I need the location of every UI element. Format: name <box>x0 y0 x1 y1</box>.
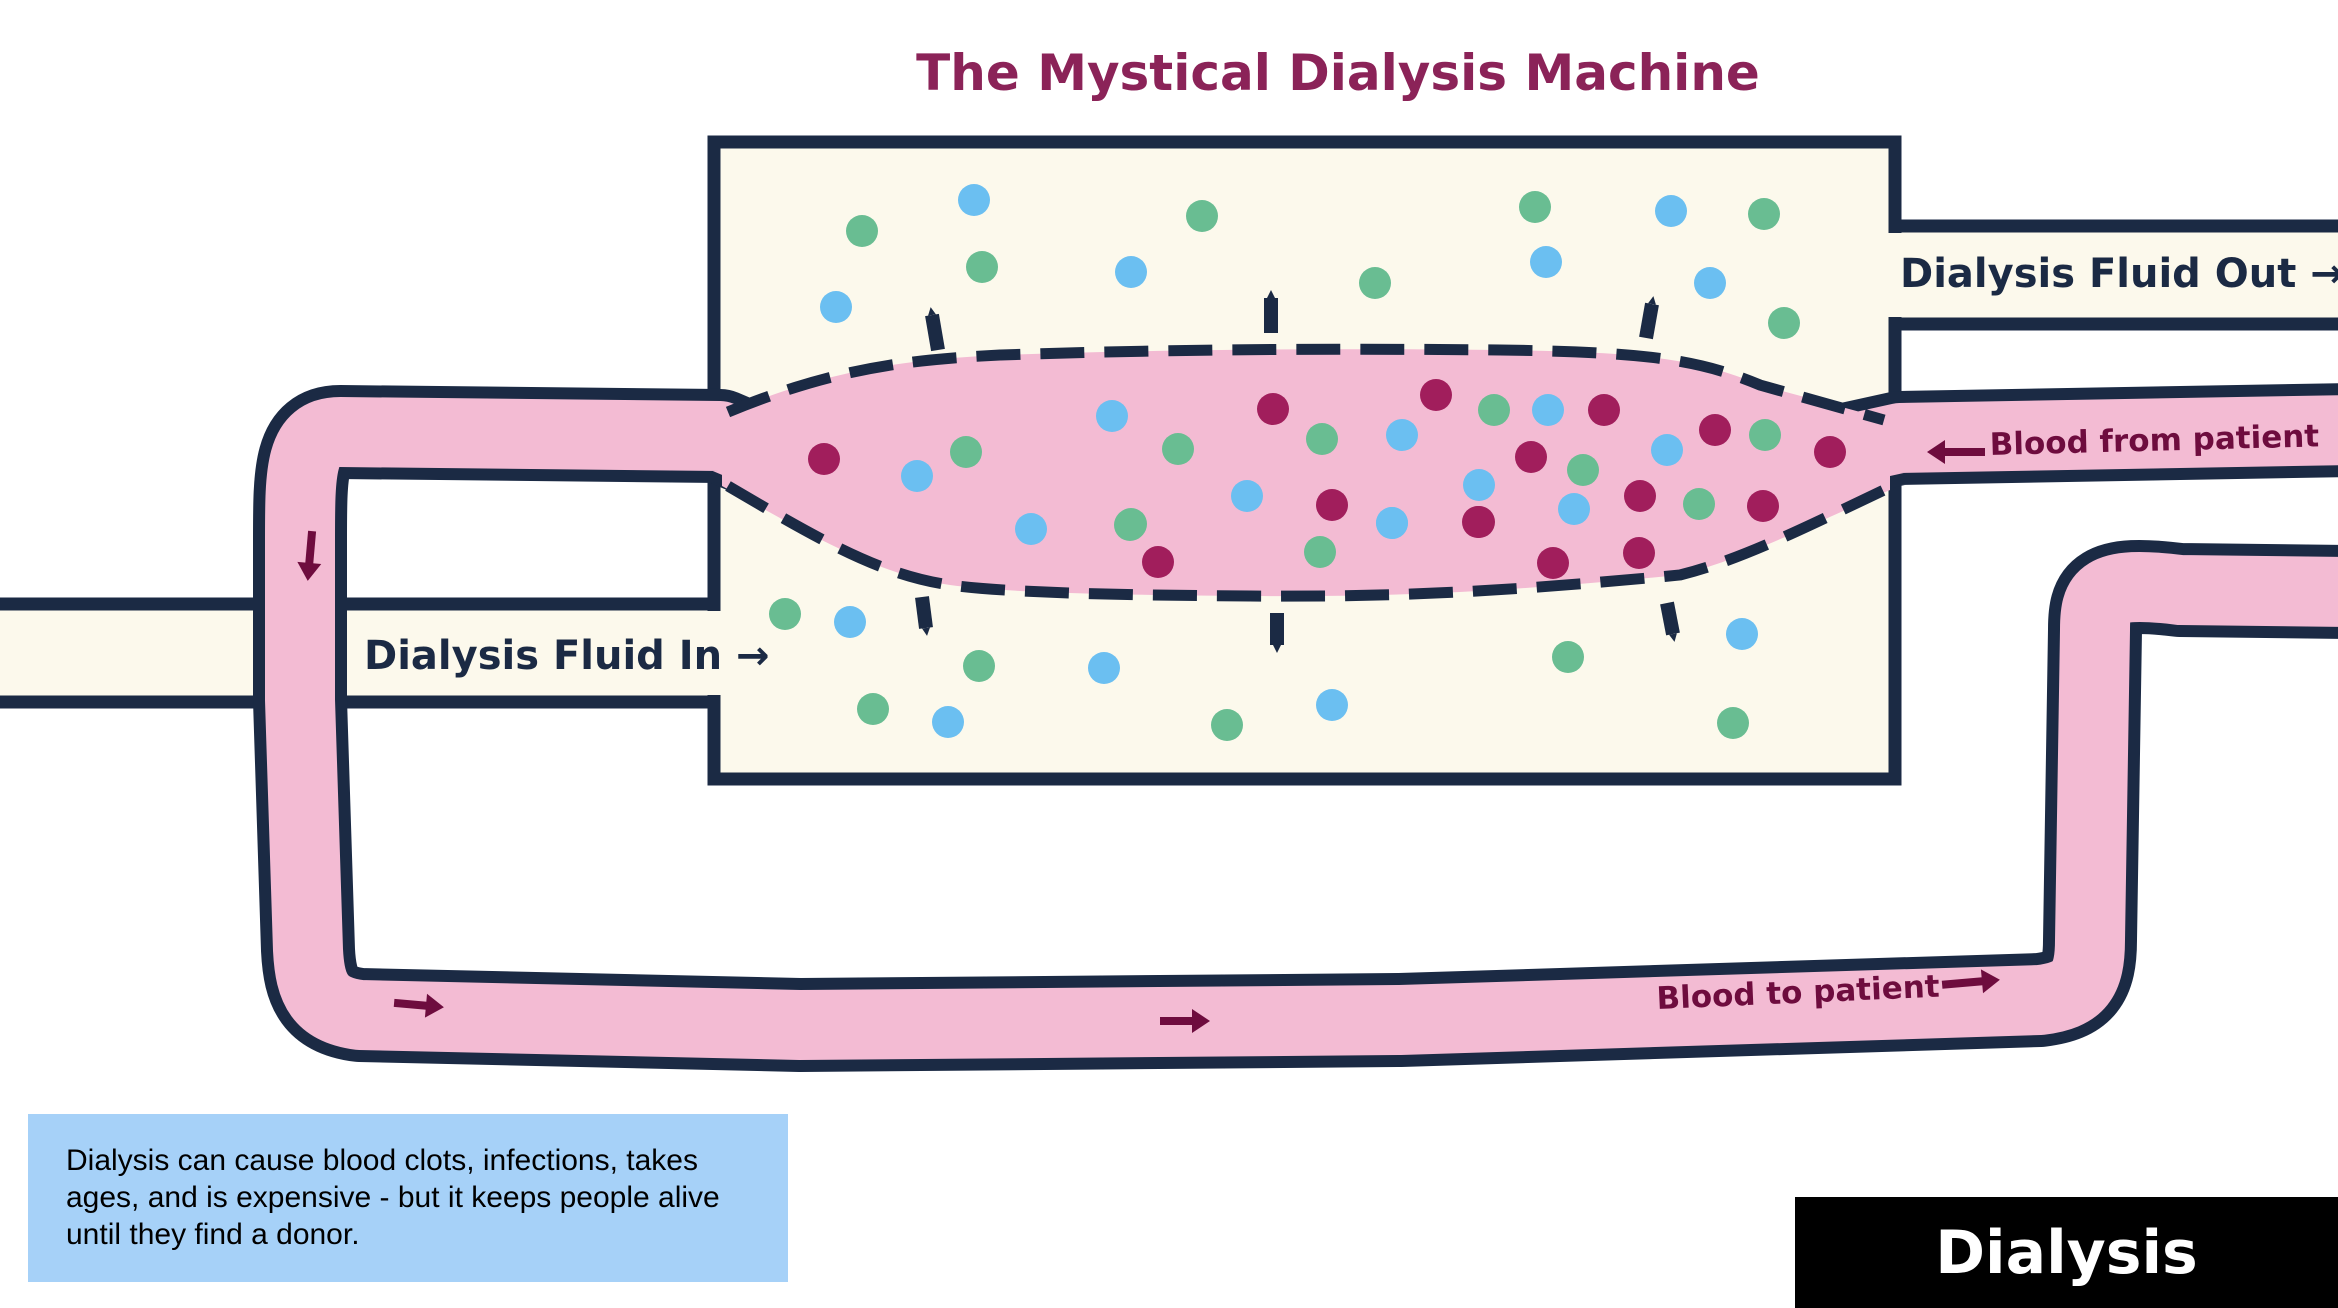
particle-dot-icon <box>1768 307 1800 339</box>
blood-tube <box>265 395 2338 1060</box>
arrow-icon <box>1941 969 2000 994</box>
particle-dot-icon <box>857 693 889 725</box>
particle-dot-icon <box>1699 414 1731 446</box>
particle-dot-icon <box>1558 493 1590 525</box>
particle-dot-icon <box>1588 394 1620 426</box>
particle-dot-icon <box>1015 513 1047 545</box>
particle-dot-icon <box>1655 195 1687 227</box>
particle-dot-icon <box>950 436 982 468</box>
particle-dot-icon <box>1749 419 1781 451</box>
particle-dot-icon <box>1478 394 1510 426</box>
diffusion-arrows <box>915 290 1680 653</box>
fluid-particles <box>769 184 1800 741</box>
particle-dot-icon <box>901 460 933 492</box>
particle-dot-icon <box>1530 246 1562 278</box>
blood-membrane-upper <box>725 343 1886 426</box>
particle-dot-icon <box>769 598 801 630</box>
arrow-icon <box>297 530 322 581</box>
particle-dot-icon <box>834 606 866 638</box>
blood-particles <box>808 379 1846 579</box>
particle-dot-icon <box>808 443 840 475</box>
fluid-out-pipe <box>1883 219 2338 331</box>
page-title: The Mystical Dialysis Machine <box>916 44 1760 102</box>
particle-dot-icon <box>1316 489 1348 521</box>
fluid-out-opening <box>1885 233 1905 317</box>
particle-dot-icon <box>1515 441 1547 473</box>
particle-dot-icon <box>963 650 995 682</box>
particle-dot-icon <box>1623 537 1655 569</box>
particle-dot-icon <box>1304 536 1336 568</box>
fluid-out-label: Dialysis Fluid Out → <box>1900 251 2338 297</box>
particle-dot-icon <box>1376 507 1408 539</box>
particle-dot-icon <box>1463 469 1495 501</box>
particle-dot-icon <box>1231 480 1263 512</box>
particle-dot-icon <box>1726 618 1758 650</box>
particle-dot-icon <box>1567 454 1599 486</box>
arrow-icon <box>1660 601 1680 642</box>
particle-dot-icon <box>1519 191 1551 223</box>
particle-dot-icon <box>1748 198 1780 230</box>
particle-dot-icon <box>1114 509 1146 541</box>
blood-membrane-lower <box>725 481 1887 602</box>
particle-dot-icon <box>1624 480 1656 512</box>
particle-dot-icon <box>1694 267 1726 299</box>
blood-from-patient-label: Blood from patient <box>1989 418 2319 463</box>
slide-tag: Dialysis <box>1795 1197 2338 1308</box>
particle-dot-icon <box>1532 394 1564 426</box>
fluid-in-label: Dialysis Fluid In → <box>364 633 770 679</box>
particle-dot-icon <box>1316 689 1348 721</box>
arrow-icon <box>915 596 933 636</box>
particle-dot-icon <box>1420 379 1452 411</box>
particle-dot-icon <box>1096 400 1128 432</box>
particle-dot-icon <box>1683 488 1715 520</box>
particle-dot-icon <box>958 184 990 216</box>
particle-dot-icon <box>966 251 998 283</box>
particle-dot-icon <box>1717 707 1749 739</box>
info-note: Dialysis can cause blood clots, infectio… <box>28 1114 788 1282</box>
particle-dot-icon <box>1257 393 1289 425</box>
particle-dot-icon <box>1651 434 1683 466</box>
particle-dot-icon <box>846 215 878 247</box>
particle-dot-icon <box>1142 546 1174 578</box>
particle-dot-icon <box>1211 709 1243 741</box>
particle-dot-icon <box>1359 267 1391 299</box>
particle-dot-icon <box>932 706 964 738</box>
arrow-icon <box>925 307 945 352</box>
particle-dot-icon <box>820 291 852 323</box>
arrow-icon <box>1927 440 1985 464</box>
particle-dot-icon <box>1115 256 1147 288</box>
particle-dot-icon <box>1186 200 1218 232</box>
fluid-in-opening <box>705 611 725 695</box>
particle-dot-icon <box>1162 433 1194 465</box>
arrow-icon <box>393 993 444 1018</box>
arrow-icon <box>1639 296 1659 340</box>
particle-dot-icon <box>1306 423 1338 455</box>
particle-dot-icon <box>1814 436 1846 468</box>
particle-dot-icon <box>1747 490 1779 522</box>
particle-dot-icon <box>1552 641 1584 673</box>
particle-dot-icon <box>1537 547 1569 579</box>
particle-dot-icon <box>1386 419 1418 451</box>
particle-dot-icon <box>1462 506 1494 538</box>
blood-flow-arrows <box>297 440 2000 1033</box>
particle-dot-icon <box>1088 652 1120 684</box>
arrow-icon <box>1160 1009 1210 1033</box>
